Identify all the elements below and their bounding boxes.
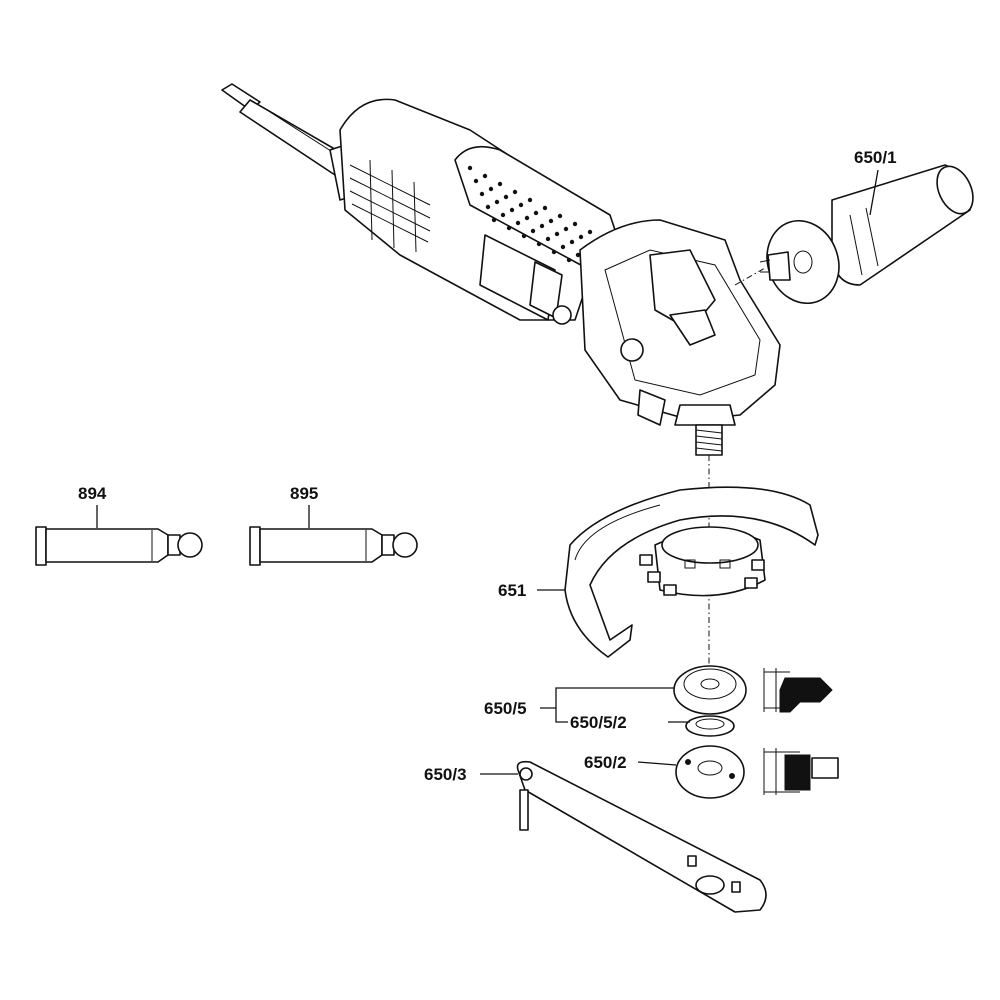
clamping-nut [675, 745, 745, 799]
grip-dot [524, 215, 530, 221]
auxiliary-handle [759, 164, 974, 305]
guard-clamp-teeth [639, 554, 765, 596]
label-flange-ring: 650/5/2 [570, 713, 627, 732]
grip-dot [569, 239, 575, 245]
backing-flange [673, 665, 747, 715]
grip-dot [479, 191, 485, 197]
grip-dot [557, 213, 563, 219]
label-spanner: 650/3 [424, 765, 467, 784]
grip-dot [494, 199, 500, 205]
grip-dot [515, 220, 521, 226]
grip-dot [545, 236, 551, 242]
o-ring [685, 715, 735, 737]
grip-dot [542, 205, 548, 211]
grip-dot [536, 241, 542, 247]
grip-dot [467, 165, 473, 171]
label-tube-left: 894 [78, 484, 107, 503]
grip-dot [497, 181, 503, 187]
grip-dot [521, 233, 527, 239]
grip-dot [518, 202, 524, 208]
grip-dot [539, 223, 545, 229]
grip-dot [530, 228, 536, 234]
grip-dot [563, 226, 569, 232]
label-tube-right: 895 [290, 484, 318, 503]
grip-dot [473, 178, 479, 184]
label-handle: 650/1 [854, 148, 897, 167]
grip-dot [491, 217, 497, 223]
label-clamp-nut: 650/2 [584, 753, 627, 772]
grip-dot [533, 210, 539, 216]
grip-dot [512, 189, 518, 195]
grip-dot [503, 194, 509, 200]
pin-spanner [516, 760, 767, 913]
label-flange-set: 650/5 [484, 699, 527, 718]
grip-dot [485, 204, 491, 210]
angle-grinder-body [221, 83, 781, 456]
grip-dot [551, 249, 557, 255]
grip-dot [587, 229, 593, 235]
leader-lines [96, 169, 879, 775]
grip-dot [578, 234, 584, 240]
vent-slots [349, 159, 431, 253]
grip-dot [509, 207, 515, 213]
grip-dot [560, 244, 566, 250]
grease-tube-894 [35, 526, 203, 566]
grip-dot [500, 212, 506, 218]
grip-dot [488, 186, 494, 192]
nut-profile-sketch [763, 748, 839, 795]
grip-dot [554, 231, 560, 237]
grip-dot [506, 225, 512, 231]
spindle-thread [695, 424, 723, 456]
grip-dot [575, 252, 581, 258]
label-guard: 651 [498, 581, 526, 600]
handle-axis-line [734, 267, 766, 286]
grip-dot [548, 218, 554, 224]
grease-tube-895 [249, 526, 418, 566]
grip-dot [482, 173, 488, 179]
grip-dots [467, 165, 605, 263]
flange-profile-sketch [763, 668, 833, 713]
wheel-guard [564, 486, 819, 658]
grip-dot [527, 197, 533, 203]
grip-dot [572, 221, 578, 227]
grip-dot [566, 257, 572, 263]
